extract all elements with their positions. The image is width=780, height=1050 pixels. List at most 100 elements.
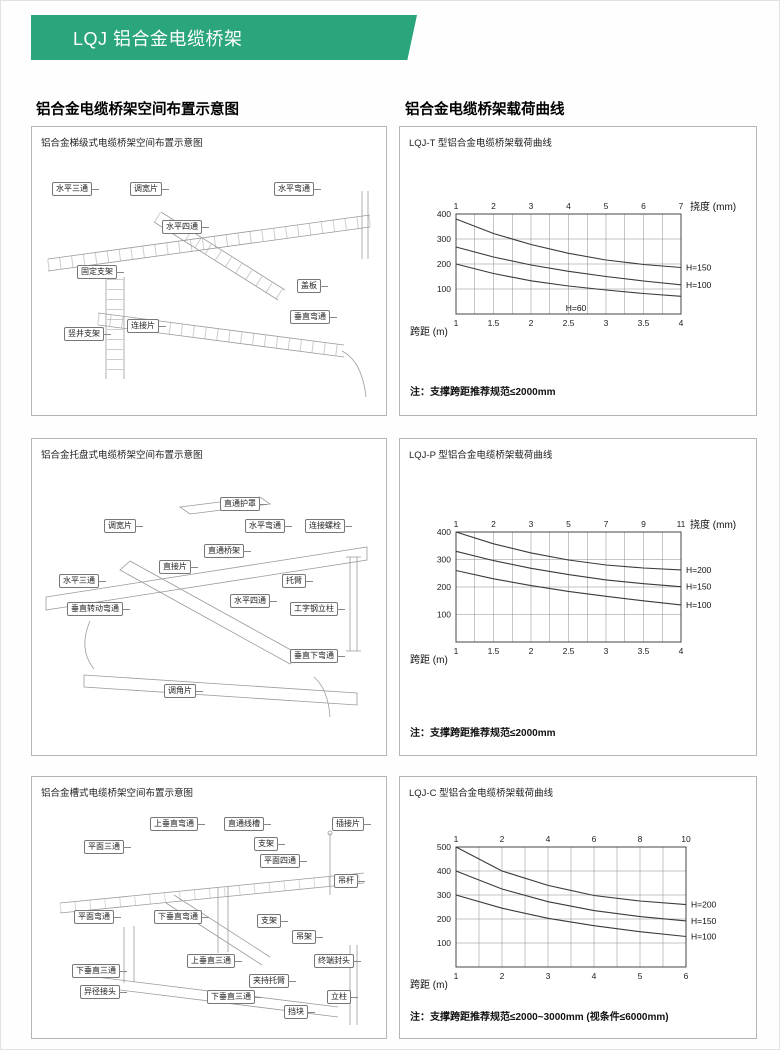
svg-text:200: 200	[437, 914, 451, 924]
diagram-label: 连接螺栓	[305, 519, 352, 533]
chart-title: LQJ-C 型铝合金电缆桥架载荷曲线	[409, 788, 554, 799]
chart-title: LQJ-T 型铝合金电缆桥架载荷曲线	[409, 138, 552, 149]
svg-text:3: 3	[529, 201, 534, 211]
diagram-label: 托臂	[282, 574, 313, 588]
svg-text:3: 3	[546, 971, 551, 981]
svg-text:3: 3	[604, 646, 609, 656]
svg-text:跨距 (m): 跨距 (m)	[410, 654, 448, 666]
diagram-labels: 上垂直弯通直通线槽插接片平面三通支架平面四通吊杆平面弯通下垂直弯通支架吊架上垂直…	[32, 777, 386, 1038]
svg-text:4: 4	[679, 318, 684, 328]
svg-text:2: 2	[500, 834, 505, 844]
pan-tray-diagram-panel: 直通护罩调宽片水平弯通连接螺栓直通桥架直接片水平三通托臂水平四通垂直转动弯通工字…	[31, 438, 387, 756]
diagram-title: 铝合金梯级式电缆桥架空间布置示意图	[41, 138, 203, 149]
chart-note: 注：支撑跨距推荐规范≤2000~3000mm (视条件≤6000mm)	[410, 1012, 669, 1023]
svg-text:2: 2	[491, 201, 496, 211]
diagram-label: 下垂直三通	[207, 990, 262, 1004]
svg-text:2.5: 2.5	[563, 318, 575, 328]
svg-text:4: 4	[566, 201, 571, 211]
svg-text:8: 8	[638, 834, 643, 844]
diagram-label: 支架	[254, 837, 285, 851]
diagram-label: 调宽片	[130, 182, 169, 196]
diagram-label: 直接片	[159, 560, 198, 574]
svg-text:7: 7	[679, 201, 684, 211]
svg-text:400: 400	[437, 866, 451, 876]
chart-title: LQJ-P 型铝合金电缆桥架载荷曲线	[409, 450, 553, 461]
banner-title: LQJ 铝合金电缆桥架	[73, 28, 243, 49]
svg-text:挠度 (mm): 挠度 (mm)	[690, 518, 736, 531]
diagram-label: 吊架	[292, 930, 323, 944]
svg-text:100: 100	[437, 284, 451, 294]
svg-text:2: 2	[491, 519, 496, 529]
svg-text:1: 1	[454, 646, 459, 656]
svg-text:H=150: H=150	[691, 916, 717, 926]
svg-text:11: 11	[677, 519, 686, 529]
svg-text:2.5: 2.5	[563, 646, 575, 656]
diagram-label: 工字钢立柱	[290, 602, 345, 616]
svg-text:H=60: H=60	[566, 303, 587, 313]
svg-text:7: 7	[604, 519, 609, 529]
diagram-label: 水平弯通	[274, 182, 321, 196]
svg-text:300: 300	[437, 890, 451, 900]
svg-text:3.5: 3.5	[638, 646, 650, 656]
svg-text:500: 500	[437, 842, 451, 852]
diagram-label: 盖板	[297, 279, 328, 293]
svg-text:400: 400	[437, 209, 451, 219]
svg-text:H=100: H=100	[686, 280, 712, 290]
svg-text:2: 2	[529, 318, 534, 328]
diagram-label: 异径接头	[80, 985, 127, 999]
svg-text:1: 1	[454, 201, 459, 211]
diagram-label: 水平弯通	[245, 519, 292, 533]
svg-text:H=200: H=200	[691, 900, 717, 910]
diagram-label: 垂直下弯通	[290, 649, 345, 663]
svg-text:3: 3	[604, 318, 609, 328]
diagram-label: 直通桥架	[204, 544, 251, 558]
chart-note: 注：支撑跨距推荐规范≤2000mm	[410, 387, 556, 398]
svg-text:300: 300	[437, 555, 451, 565]
diagram-label: 水平三通	[59, 574, 106, 588]
diagram-label: 直通护罩	[220, 497, 267, 511]
diagram-label: 终端封头	[314, 954, 361, 968]
page-banner: LQJ 铝合金电缆桥架	[31, 15, 417, 60]
svg-text:5: 5	[566, 519, 571, 529]
svg-text:1: 1	[454, 519, 459, 529]
svg-text:跨距 (m): 跨距 (m)	[410, 326, 448, 338]
svg-text:6: 6	[684, 971, 689, 981]
diagram-label: 吊杆	[334, 874, 365, 888]
diagram-label: 连接片	[127, 319, 166, 333]
diagram-label: 立柱	[327, 990, 358, 1004]
diagram-label: 调角片	[164, 684, 203, 698]
diagram-label: 垂直转动弯通	[67, 602, 130, 616]
svg-text:1: 1	[454, 971, 459, 981]
svg-text:400: 400	[437, 527, 451, 537]
svg-text:H=200: H=200	[686, 565, 712, 575]
diagram-label: 垂直弯通	[290, 310, 337, 324]
svg-text:100: 100	[437, 610, 451, 620]
diagram-label: 竖井支架	[64, 327, 111, 341]
svg-text:1.5: 1.5	[488, 318, 500, 328]
diagram-label: 水平三通	[52, 182, 99, 196]
svg-text:H=100: H=100	[686, 600, 712, 610]
svg-text:9: 9	[641, 519, 646, 529]
diagram-labels: 水平三通 调宽片 水平弯通水平四通固定支架盖板垂直弯通连接片竖井支架	[32, 127, 386, 415]
svg-text:1.5: 1.5	[488, 646, 500, 656]
diagram-label: 上垂直三通	[187, 954, 242, 968]
svg-text:3: 3	[529, 519, 534, 529]
diagram-label: 插接片	[332, 817, 371, 831]
svg-text:挠度 (mm): 挠度 (mm)	[690, 200, 736, 213]
diagram-label: 支架	[257, 914, 288, 928]
channel-tray-diagram-panel: 上垂直弯通直通线槽插接片平面三通支架平面四通吊杆平面弯通下垂直弯通支架吊架上垂直…	[31, 776, 387, 1039]
chart-note: 注：支撑跨距推荐规范≤2000mm	[410, 728, 556, 739]
diagram-labels: 直通护罩调宽片水平弯通连接螺栓直通桥架直接片水平三通托臂水平四通垂直转动弯通工字…	[32, 439, 386, 755]
svg-text:1: 1	[454, 318, 459, 328]
diagram-label: 水平四通	[230, 594, 277, 608]
diagram-label: 固定支架	[77, 265, 124, 279]
svg-text:6: 6	[641, 201, 646, 211]
diagram-label: 平面四通	[260, 854, 307, 868]
diagram-title: 铝合金槽式电缆桥架空间布置示意图	[41, 788, 194, 799]
diagram-label: 水平四通	[162, 220, 209, 234]
svg-text:1: 1	[454, 834, 459, 844]
diagram-label: 下垂直三通	[72, 964, 127, 978]
